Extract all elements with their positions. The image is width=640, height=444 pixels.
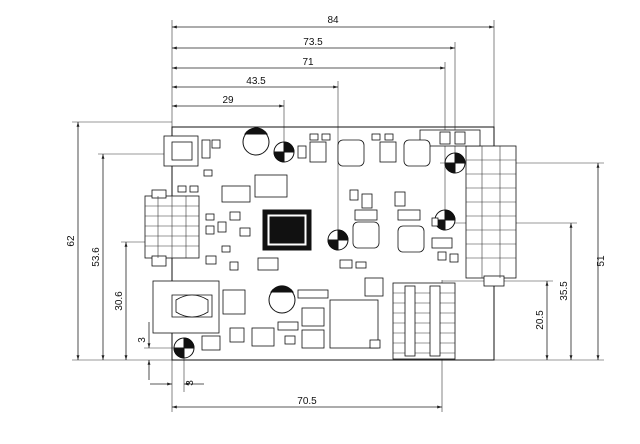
dim-70-5: 70.5	[297, 396, 317, 407]
power-module	[152, 280, 246, 334]
pcb-board	[144, 126, 517, 361]
dim-3-bottom: 3	[185, 380, 196, 386]
dim-73-5: 73.5	[303, 37, 323, 48]
dim-35-5: 35.5	[559, 281, 570, 301]
dim-29: 29	[222, 95, 234, 106]
dim-71: 71	[302, 57, 314, 68]
mounting-hole-1	[273, 141, 295, 163]
dim-3-left: 3	[137, 337, 148, 343]
dim-30-6: 30.6	[114, 291, 125, 311]
right-terminal-block	[419, 129, 517, 287]
mounting-hole-2	[327, 229, 349, 251]
left-dimension-group: 62 53.6 30.6 3	[66, 121, 186, 380]
inductor-group	[221, 139, 431, 349]
mounting-hole-3	[434, 209, 456, 231]
dim-84: 84	[327, 15, 339, 26]
microcontroller-chip	[262, 209, 312, 251]
smd-components	[177, 133, 459, 351]
bottom-terminal-block	[392, 282, 456, 360]
dim-20-5: 20.5	[535, 310, 546, 330]
dim-62: 62	[66, 235, 77, 247]
mounting-hole-4	[444, 152, 466, 174]
dim-53-6: 53.6	[91, 247, 102, 267]
dim-51: 51	[596, 255, 607, 267]
capacitor-group	[242, 127, 296, 314]
left-terminal-block	[144, 189, 200, 267]
mounting-hole-group	[173, 141, 466, 359]
mounting-hole-5	[173, 337, 195, 359]
dim-43-5: 43.5	[246, 76, 266, 87]
